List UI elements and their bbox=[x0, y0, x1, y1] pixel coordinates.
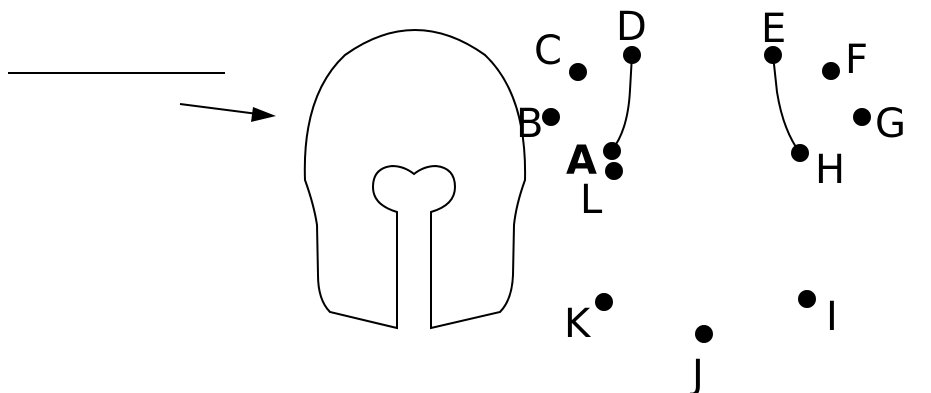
dot-label-a: A bbox=[566, 138, 597, 184]
dot-label-b: B bbox=[516, 101, 543, 147]
dot-labels: A B C D E F G H I J K L bbox=[516, 4, 906, 393]
dot-label-k: K bbox=[564, 301, 592, 347]
dot-j bbox=[695, 325, 713, 343]
dot-a bbox=[603, 142, 621, 160]
hook-e-to-h bbox=[772, 54, 801, 154]
dot-b bbox=[542, 108, 560, 126]
dot-k bbox=[595, 293, 613, 311]
dot-i bbox=[798, 290, 816, 308]
dot-g bbox=[853, 108, 871, 126]
dot-label-j: J bbox=[689, 352, 704, 393]
dots-group bbox=[542, 46, 871, 343]
dot-label-d: D bbox=[616, 4, 647, 50]
dot-label-e: E bbox=[761, 6, 786, 52]
dot-label-i: I bbox=[826, 294, 838, 340]
dot-f bbox=[822, 62, 840, 80]
dot-c bbox=[569, 63, 587, 81]
hook-d-to-a bbox=[611, 54, 633, 151]
dot-d bbox=[623, 46, 641, 64]
dot-h bbox=[791, 144, 809, 162]
dot-l bbox=[605, 162, 623, 180]
dot-label-f: F bbox=[845, 37, 868, 83]
helmet-outline bbox=[303, 28, 527, 330]
dot-label-g: G bbox=[875, 101, 906, 147]
dot-label-h: H bbox=[815, 147, 845, 193]
dot-label-c: C bbox=[534, 28, 562, 74]
pointer-arrow-icon bbox=[179, 103, 276, 122]
dot-label-l: L bbox=[580, 177, 603, 223]
dot-e bbox=[764, 46, 782, 64]
